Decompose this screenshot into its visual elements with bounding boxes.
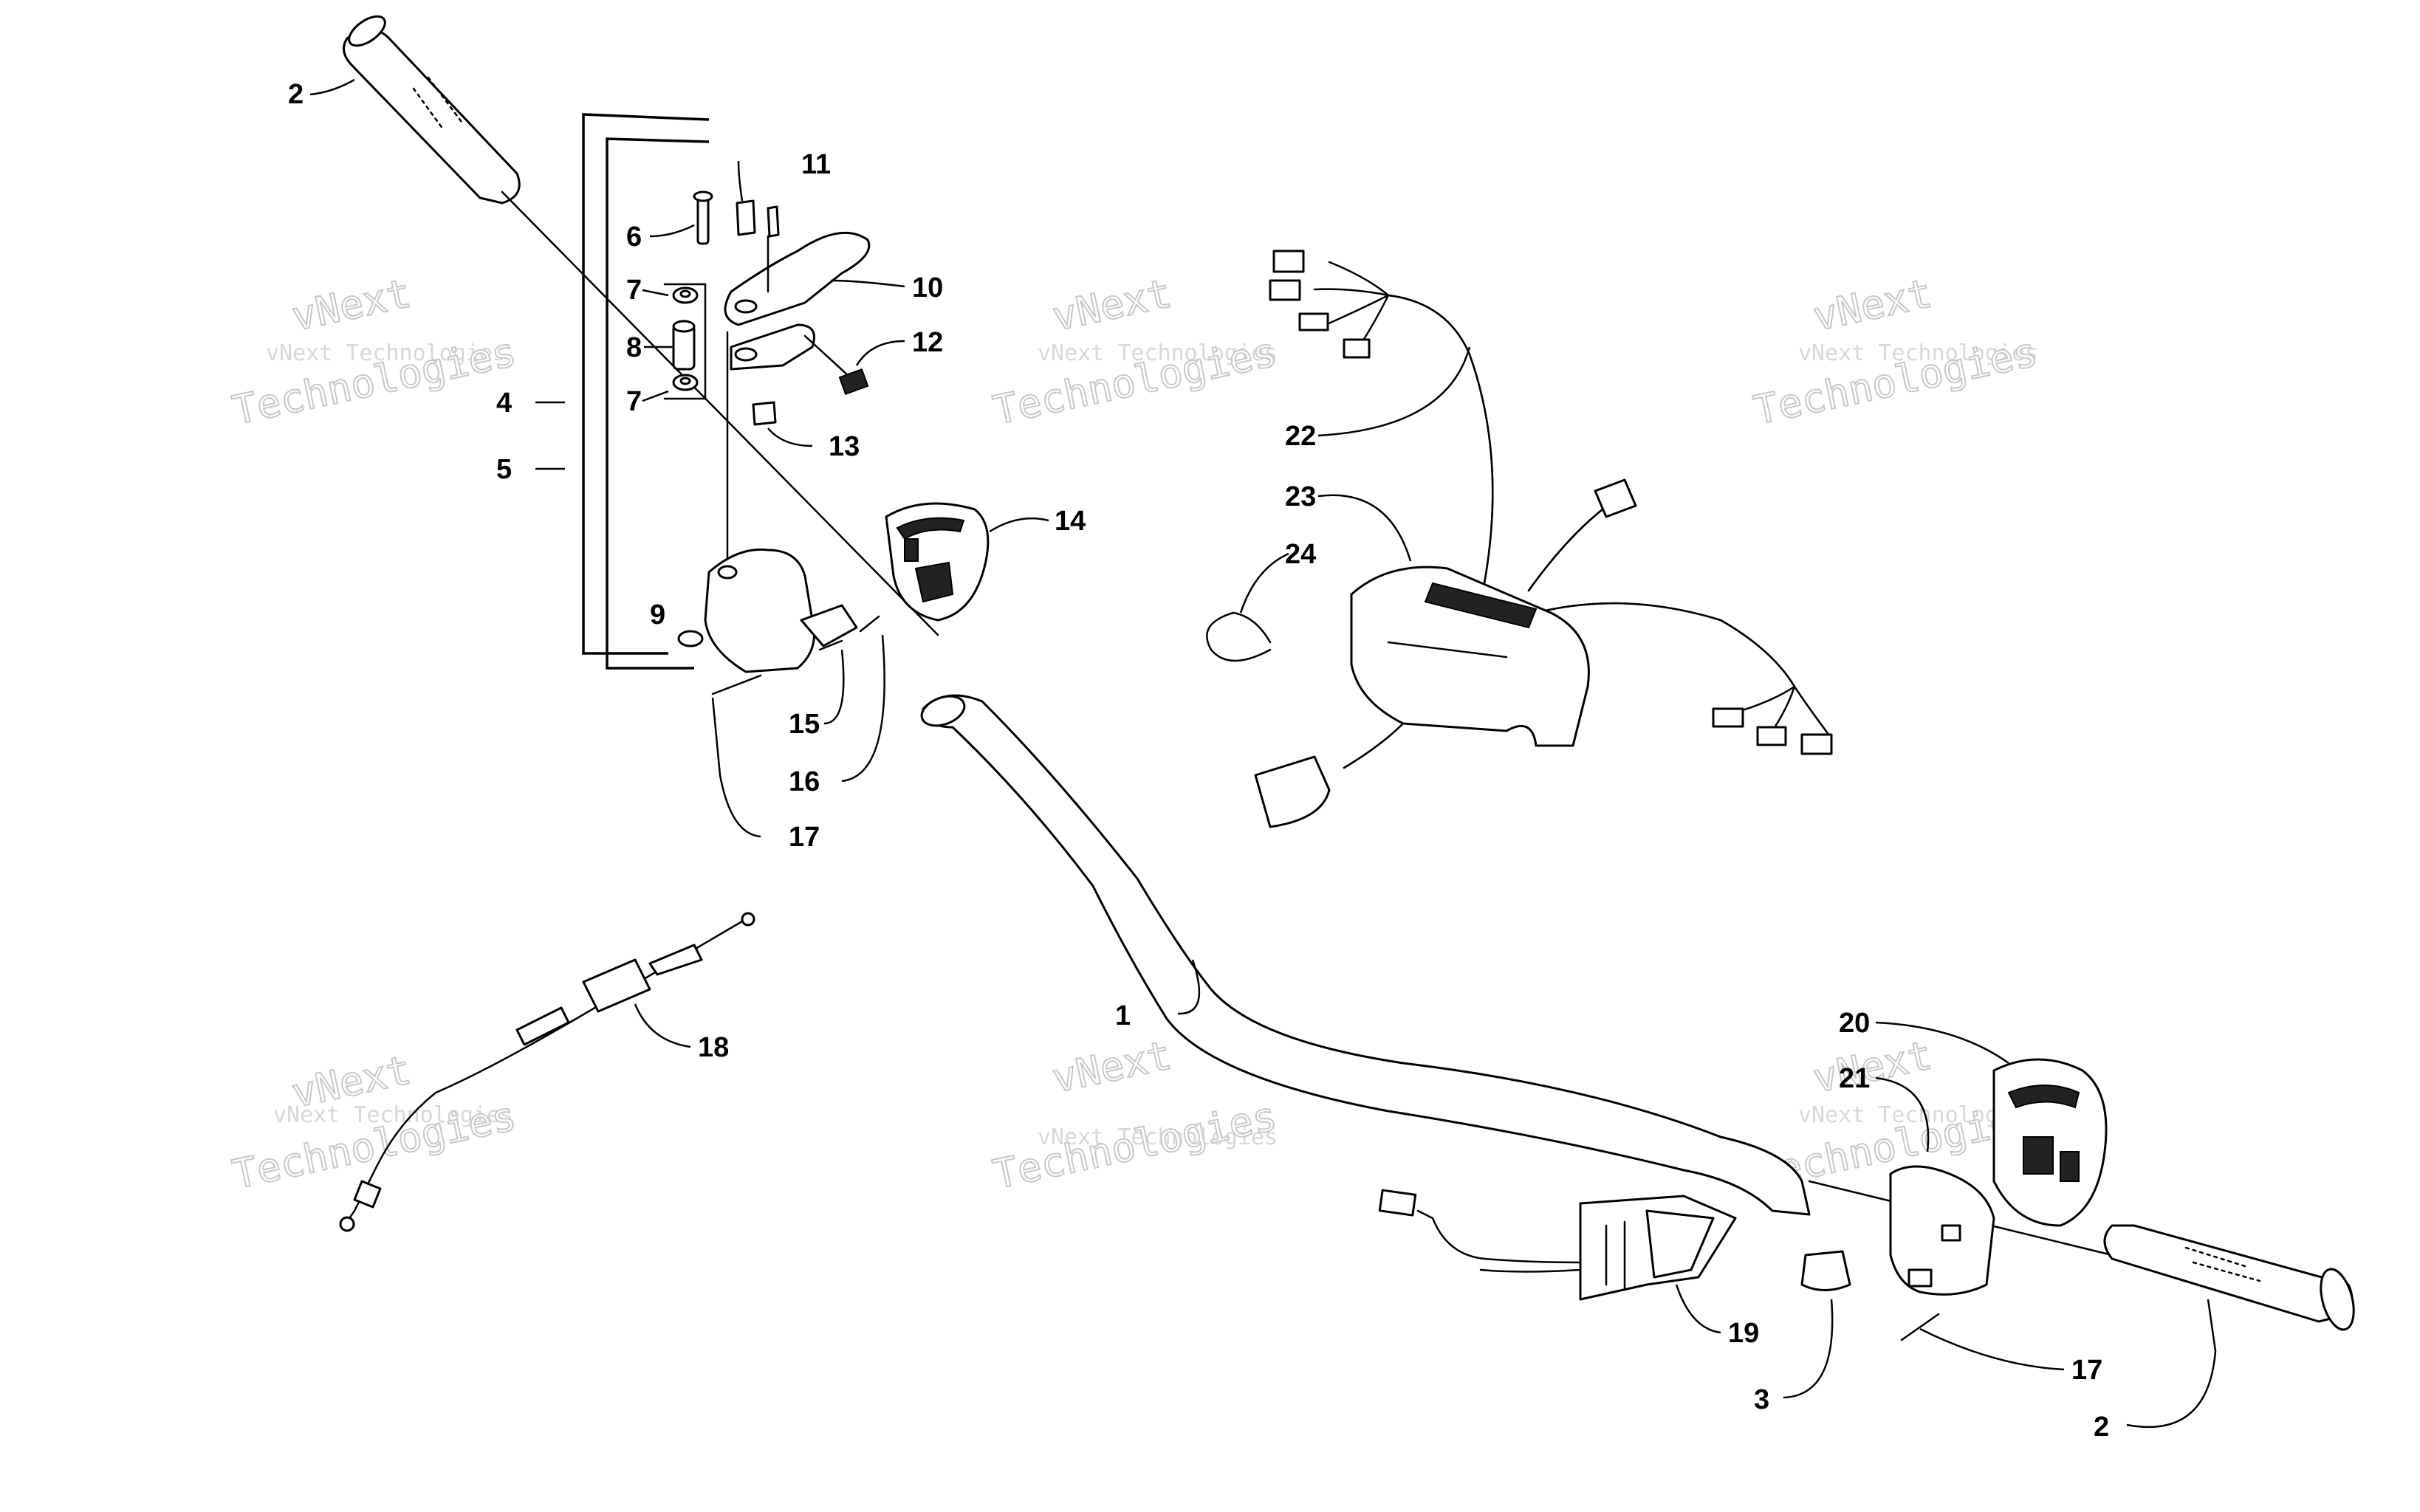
callout-16: 16 [789, 766, 820, 797]
callout-3: 3 [1754, 1384, 1769, 1415]
throttle-cable [339, 912, 755, 1232]
control-module [1350, 566, 1590, 747]
callout-17-right: 17 [2071, 1355, 2102, 1386]
callout-7-lower: 7 [626, 386, 642, 417]
svg-text:vNext: vNext [1049, 1031, 1176, 1102]
brake-label [736, 199, 780, 238]
screw-16 [859, 615, 880, 633]
svg-text:Technologies: Technologies [990, 1093, 1281, 1198]
callout-14: 14 [1055, 506, 1086, 537]
callout-5: 5 [496, 454, 512, 485]
throttle-housing [677, 548, 858, 673]
switch-housing-right [1992, 1058, 2108, 1227]
callout-10: 10 [912, 272, 943, 303]
callout-17-left: 17 [789, 822, 820, 853]
svg-text:vNext Technologies: vNext Technologies [1038, 340, 1278, 366]
callout-2-left: 2 [288, 79, 304, 110]
callout-24: 24 [1285, 539, 1316, 570]
svg-text:vNext Technologies: vNext Technologies [266, 340, 506, 366]
callout-20: 20 [1839, 1008, 1870, 1039]
cable-tie [1206, 611, 1272, 662]
svg-text:vNext Technologies: vNext Technologies [1038, 1124, 1278, 1150]
svg-text:vNext: vNext [288, 269, 415, 340]
callout-18: 18 [698, 1032, 729, 1063]
callout-11: 11 [801, 149, 831, 180]
grip-right [2103, 1224, 2355, 1331]
callout-15: 15 [789, 709, 820, 740]
watermark-bottom-left: vNext vNext Technologies Technologies [228, 1045, 521, 1198]
switch-housing-left [885, 502, 990, 622]
bar-end-plug [1800, 1250, 1851, 1291]
callout-13: 13 [829, 431, 860, 462]
bracket-4 [582, 113, 710, 655]
brake-lever [724, 231, 871, 371]
washer-lower [672, 374, 699, 391]
callout-1: 1 [1115, 1000, 1131, 1031]
callout-7-upper: 7 [626, 275, 642, 306]
washer-bracket [663, 283, 707, 400]
switch-cover-right [1889, 1165, 1995, 1296]
callout-9: 9 [650, 599, 665, 630]
callout-4: 4 [496, 388, 512, 419]
svg-text:vNext Technologies: vNext Technologies [273, 1102, 513, 1128]
watermark-top-left: vNext vNext Technologies Technologies [228, 269, 521, 434]
svg-text:vNext: vNext [1809, 269, 1936, 340]
screw-15 [818, 639, 843, 651]
wiring-harness [1254, 250, 1833, 828]
callout-8: 8 [626, 332, 642, 363]
watermark-top-right: vNext vNext Technologies Technologies [1749, 269, 2043, 434]
brake-switch [767, 235, 869, 396]
screw-17-left [711, 674, 762, 695]
bracket-5 [606, 137, 710, 670]
callout-12: 12 [912, 327, 943, 358]
callout-23: 23 [1285, 481, 1316, 512]
centerline-left [501, 190, 939, 636]
svg-text:vNext Technologies: vNext Technologies [1798, 340, 2038, 366]
grip-left [343, 15, 521, 205]
watermark-top-center: vNext vNext Technologies Technologies [989, 269, 1282, 434]
callout-19: 19 [1728, 1318, 1759, 1349]
bushing [672, 320, 696, 371]
screw-17-right [1900, 1313, 1940, 1341]
callout-2-right: 2 [2094, 1412, 2109, 1443]
callout-21: 21 [1839, 1063, 1870, 1094]
handlebar [920, 694, 1811, 1216]
svg-text:vNext: vNext [1049, 269, 1176, 340]
pivot-pin [693, 190, 713, 245]
switch-clip [752, 401, 777, 426]
grip-heater [1378, 1189, 1737, 1301]
callout-22: 22 [1285, 421, 1316, 452]
washer-upper [672, 286, 699, 304]
callout-6: 6 [626, 221, 642, 252]
leader-lines [309, 78, 2217, 1429]
svg-text:vNext: vNext [1809, 1031, 1936, 1102]
